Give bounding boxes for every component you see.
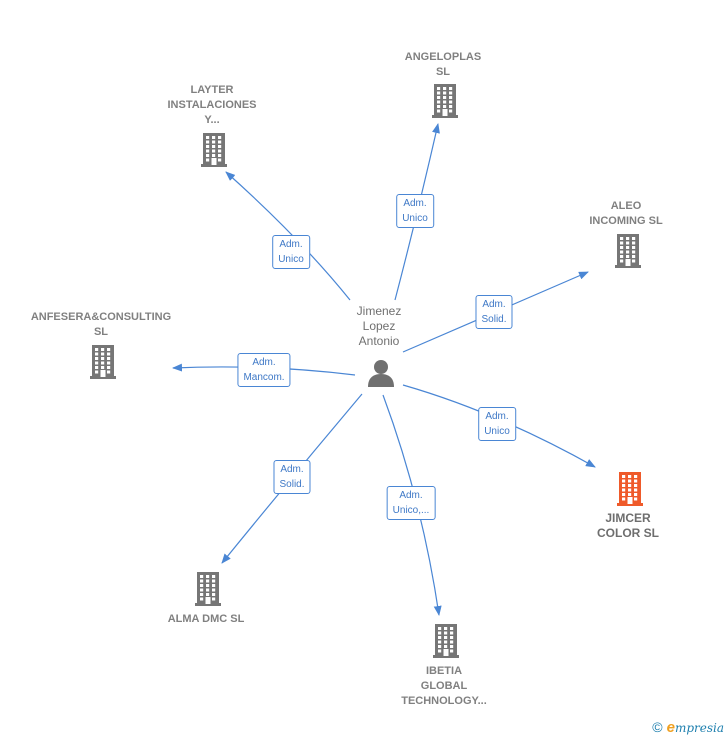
edge-label-ibetia[interactable]: Adm. Unico,... [386, 486, 436, 520]
building-icon-jimcer[interactable] [617, 472, 643, 511]
edge-label-alma[interactable]: Adm. Solid. [273, 460, 311, 494]
empresia-logo-initial: e [666, 719, 675, 736]
company-label-layter[interactable]: LAYTER INSTALACIONES Y... [167, 84, 257, 126]
company-label-anfesera[interactable]: ANFESERA&CONSULTING SL [30, 311, 172, 338]
edge-label-angeloplas[interactable]: Adm. Unico [396, 194, 434, 228]
person-name-label[interactable]: Jimenez Lopez Antonio [356, 304, 402, 348]
footer-credit[interactable]: ©empresia [652, 719, 724, 736]
building-icon-anfesera[interactable] [90, 345, 116, 384]
person-icon[interactable] [366, 359, 396, 392]
empresia-logo-text: mpresia [674, 721, 724, 735]
edge-label-anfesera[interactable]: Adm. Mancom. [237, 353, 291, 387]
company-label-aleo[interactable]: ALEO INCOMING SL [589, 200, 663, 227]
company-label-ibetia[interactable]: IBETIA GLOBAL TECHNOLOGY... [401, 665, 487, 707]
building-icon-aleo[interactable] [615, 234, 641, 273]
company-label-angeloplas[interactable]: ANGELOPLAS SL [404, 51, 482, 78]
building-icon-ibetia[interactable] [433, 624, 459, 663]
company-label-jimcer[interactable]: JIMCER COLOR SL [597, 511, 659, 540]
building-icon-layter[interactable] [201, 133, 227, 172]
copyright-symbol: © [652, 719, 663, 735]
edge-label-layter[interactable]: Adm. Unico [272, 235, 310, 269]
edge-label-jimcer[interactable]: Adm. Unico [478, 407, 516, 441]
building-icon-angeloplas[interactable] [432, 84, 458, 123]
company-label-alma[interactable]: ALMA DMC SL [167, 613, 245, 625]
building-icon-alma[interactable] [195, 572, 221, 611]
edge-label-aleo[interactable]: Adm. Solid. [475, 295, 513, 329]
